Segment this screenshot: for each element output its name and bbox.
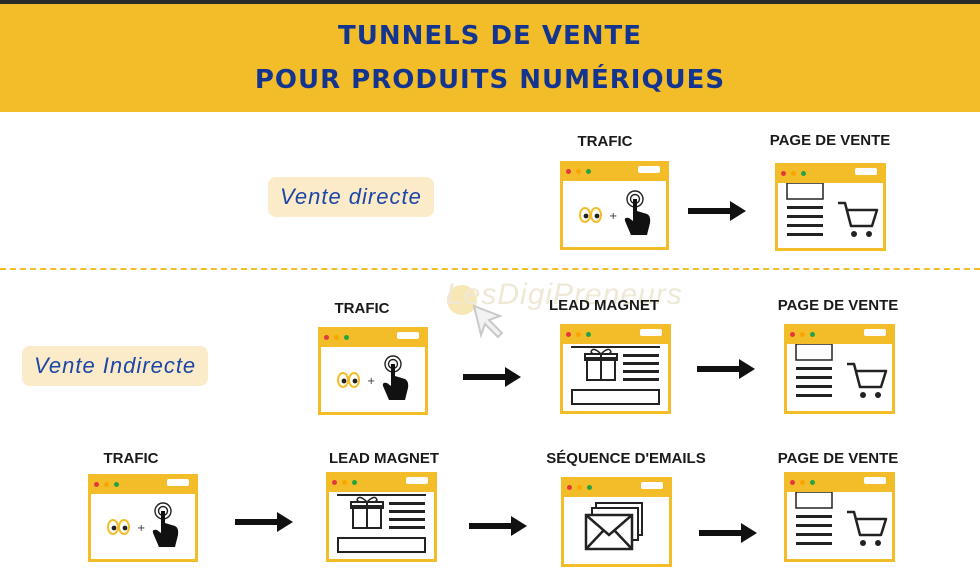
arrow-right-icon [697,359,755,379]
arrow-right-icon [235,512,293,532]
step-label: LEAD MAGNET [329,450,439,467]
watermark: LesDigiPreneurs [446,278,683,311]
lead-magnet-icon [571,346,660,405]
lead-magnet-window [560,324,671,414]
sales-page-window [775,163,886,251]
step-label: PAGE DE VENTE [777,450,899,467]
watermark-cursor-icon [472,304,504,339]
arrow-right-icon [469,516,527,536]
traffic-icon: + [579,190,651,235]
top-bar [0,0,980,4]
title-line-1: TUNNELS DE VENTE [337,21,642,51]
direct-sale-label: Vente directe [268,177,434,217]
svg-text:+: + [137,523,145,534]
arrow-right-icon [688,201,746,221]
step-label: PAGE DE VENTE [769,132,891,149]
traffic-icon: + [337,355,409,400]
sales-page-icon [795,344,888,398]
sales-page-window [784,472,895,562]
lead-magnet-icon [337,494,426,553]
step-label: TRAFIC [103,450,159,467]
step-label: SÉQUENCE D'EMAILS [546,450,706,467]
traffic-icon: + [107,502,179,547]
traffic-window: + [88,474,198,562]
title-line-2: POUR PRODUITS NUMÉRIQUES [254,65,726,95]
arrow-right-icon [699,523,757,543]
step-label: TRAFIC [334,300,390,317]
step-label: TRAFIC [577,133,633,150]
svg-text:+: + [367,376,375,387]
section-divider [0,268,980,270]
arrow-right-icon [463,367,521,387]
step-label: LEAD MAGNET [549,297,659,314]
watermark-logo-icon [447,285,477,315]
traffic-window: + [560,161,669,250]
svg-text:+: + [609,211,617,222]
email-sequence-window [561,477,672,567]
header-banner: TUNNELS DE VENTE POUR PRODUITS NUMÉRIQUE… [0,4,980,112]
sales-page-window [784,324,895,414]
indirect-sale-label: Vente Indirecte [22,346,209,386]
email-sequence-icon [584,502,643,551]
traffic-window: + [318,327,428,415]
sales-page-icon [795,492,888,546]
step-label: PAGE DE VENTE [777,297,899,314]
sales-page-icon [786,183,879,237]
lead-magnet-window [326,472,437,562]
